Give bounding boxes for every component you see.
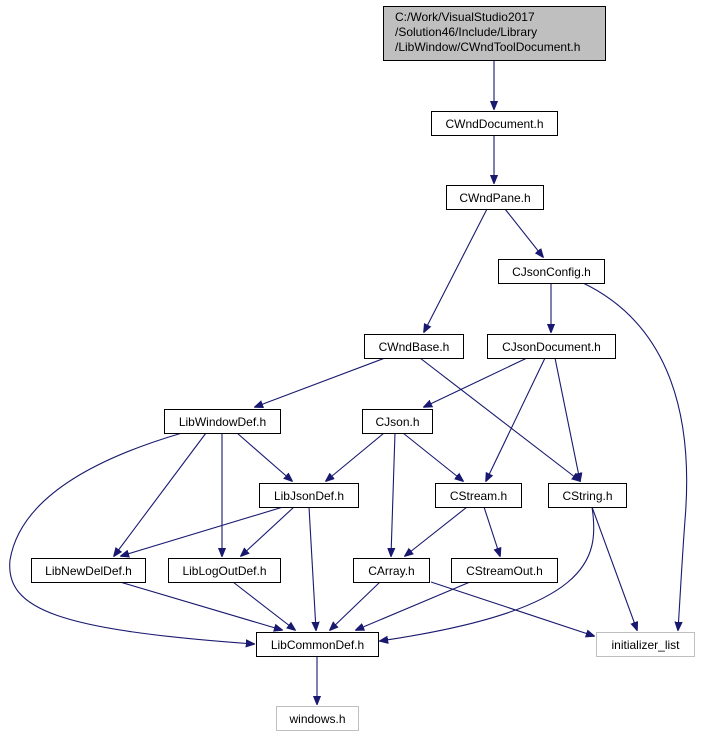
edge-cstreamout-to-libcommondef xyxy=(356,581,471,630)
node-cstream[interactable]: CStream.h xyxy=(435,483,522,508)
node-initializer_list[interactable]: initializer_list xyxy=(596,632,695,657)
node-box-cstreamout xyxy=(451,558,558,583)
edge-cwndbase-to-cstring xyxy=(419,357,580,481)
node-root[interactable]: C:/Work/VisualStudio2017/Solution46/Incl… xyxy=(383,6,606,61)
node-box-cwndbase xyxy=(364,334,464,359)
node-windows[interactable]: windows.h xyxy=(276,706,359,731)
node-carray[interactable]: CArray.h xyxy=(353,558,430,583)
node-label-libcommondef: LibCommonDef.h xyxy=(271,638,364,652)
node-box-libjsondef xyxy=(259,483,359,508)
node-box-liblogoutdef xyxy=(168,558,281,583)
node-libcommondef[interactable]: LibCommonDef.h xyxy=(256,632,379,657)
edge-libnewdeldef-to-libcommondef xyxy=(119,581,282,630)
node-label-windows: windows.h xyxy=(288,712,345,726)
edges-layer xyxy=(9,60,688,704)
edge-carray-to-libcommondef xyxy=(330,581,381,630)
node-label-cwndbase: CWndBase.h xyxy=(379,340,450,354)
edge-cjsonconfig-to-initializer_list xyxy=(582,282,688,630)
edge-libjsondef-to-liblogoutdef xyxy=(241,506,295,556)
node-box-initializer_list xyxy=(596,632,695,657)
node-cjson[interactable]: CJson.h xyxy=(362,409,433,434)
node-label-root-line-2: /LibWindow/CWndToolDocument.h xyxy=(395,40,580,54)
node-label-cwndpane: CWndPane.h xyxy=(459,191,530,205)
node-box-windows xyxy=(276,706,359,731)
edge-cwndbase-to-libwindowdef xyxy=(255,357,386,407)
node-label-cwnddocument: CWndDocument.h xyxy=(445,117,543,131)
node-label-root-line-0: C:/Work/VisualStudio2017 xyxy=(395,10,535,24)
node-cwnddocument[interactable]: CWndDocument.h xyxy=(431,111,558,136)
node-label-cstring: CString.h xyxy=(562,489,612,503)
node-label-cstream: CStream.h xyxy=(450,489,507,503)
node-label-cjsonconfig: CJsonConfig.h xyxy=(512,265,591,279)
edge-cwndpane-to-cwndbase xyxy=(424,208,488,332)
node-label-initializer_list: initializer_list xyxy=(611,638,680,652)
node-label-libnewdeldef: LibNewDelDef.h xyxy=(45,564,132,578)
node-box-cwnddocument xyxy=(431,111,558,136)
edge-cjson-to-cstream xyxy=(402,432,463,481)
node-box-cstream xyxy=(435,483,522,508)
node-box-cjsondocument xyxy=(487,334,616,359)
edge-cstream-to-carray xyxy=(405,506,468,556)
nodes-layer: C:/Work/VisualStudio2017/Solution46/Incl… xyxy=(31,6,695,731)
node-cwndbase[interactable]: CWndBase.h xyxy=(364,334,464,359)
edge-libwindowdef-to-libjsondef xyxy=(236,432,292,481)
edge-cjson-to-libjsondef xyxy=(326,432,385,481)
node-cstreamout[interactable]: CStreamOut.h xyxy=(451,558,558,583)
edge-carray-to-initializer_list xyxy=(430,581,594,636)
node-cstring[interactable]: CString.h xyxy=(548,483,627,508)
node-box-cjson xyxy=(362,409,433,434)
node-box-libcommondef xyxy=(256,632,379,657)
node-label-cjson: CJson.h xyxy=(375,415,419,429)
node-cjsonconfig[interactable]: CJsonConfig.h xyxy=(498,259,605,284)
edge-libwindowdef-to-libcommondef xyxy=(9,432,254,644)
edge-libjsondef-to-libnewdeldef xyxy=(121,506,284,556)
node-label-liblogoutdef: LibLogOutDef.h xyxy=(182,564,266,578)
node-label-carray: CArray.h xyxy=(368,564,414,578)
edge-cjsondocument-to-cstream xyxy=(486,357,546,481)
node-libnewdeldef[interactable]: LibNewDelDef.h xyxy=(31,558,146,583)
node-box-cwndpane xyxy=(446,185,544,210)
node-label-cjsondocument: CJsonDocument.h xyxy=(502,340,601,354)
edge-libjsondef-to-libcommondef xyxy=(308,506,316,630)
node-cjsondocument[interactable]: CJsonDocument.h xyxy=(487,334,616,359)
node-box-cjsonconfig xyxy=(498,259,605,284)
node-box-carray xyxy=(353,558,430,583)
edge-cjson-to-carray xyxy=(391,432,396,556)
node-liblogoutdef[interactable]: LibLogOutDef.h xyxy=(168,558,281,583)
edge-cjsondocument-to-cstring xyxy=(554,357,580,481)
node-label-libjsondef: LibJsonDef.h xyxy=(274,489,344,503)
edge-cstring-to-initializer_list xyxy=(591,506,637,630)
node-box-libnewdeldef xyxy=(31,558,146,583)
node-box-root xyxy=(383,6,606,61)
node-libjsondef[interactable]: LibJsonDef.h xyxy=(259,483,359,508)
edge-cwndpane-to-cjsonconfig xyxy=(504,208,543,257)
edge-cstream-to-cstreamout xyxy=(483,506,500,556)
node-label-cstreamout: CStreamOut.h xyxy=(466,564,543,578)
node-box-cstring xyxy=(548,483,627,508)
node-label-libwindowdef: LibWindowDef.h xyxy=(179,415,266,429)
node-label-root-line-1: /Solution46/Include/Library xyxy=(395,25,537,39)
edge-liblogoutdef-to-libcommondef xyxy=(232,581,295,630)
edge-cjsondocument-to-cjson xyxy=(424,357,528,407)
edge-libwindowdef-to-libnewdeldef xyxy=(114,432,207,556)
node-cwndpane[interactable]: CWndPane.h xyxy=(446,185,544,210)
node-box-libwindowdef xyxy=(164,409,281,434)
edge-cstring-to-libcommondef xyxy=(380,506,595,641)
node-libwindowdef[interactable]: LibWindowDef.h xyxy=(164,409,281,434)
